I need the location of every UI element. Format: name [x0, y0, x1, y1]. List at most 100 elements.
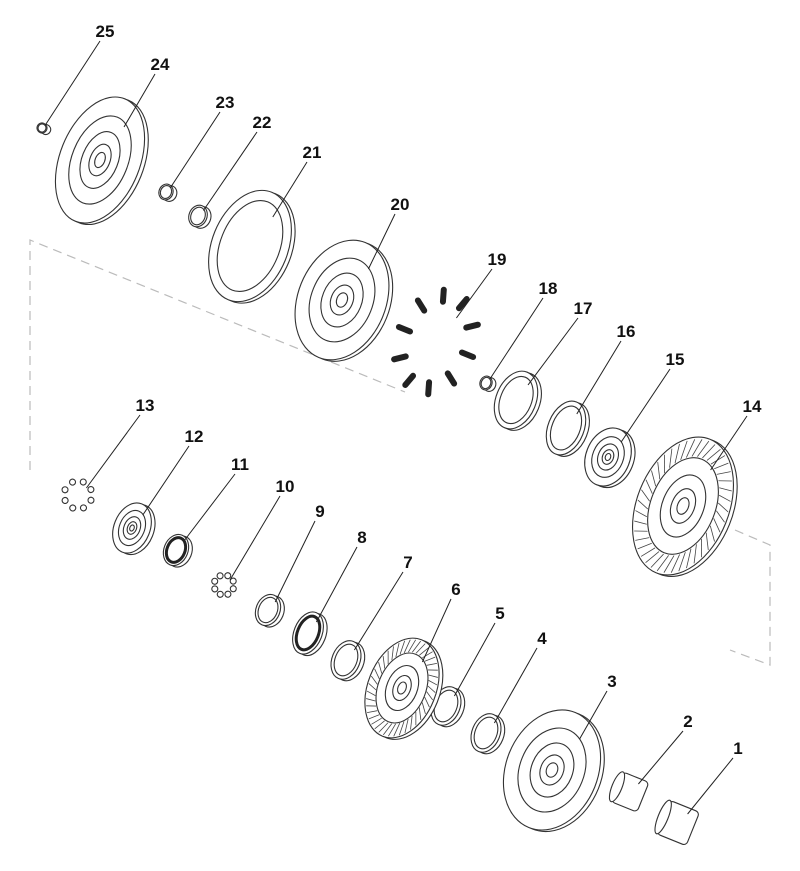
blade [383, 723, 393, 736]
leader-line-14 [710, 415, 748, 471]
blade [640, 547, 656, 557]
blade [634, 520, 647, 525]
part-13-piece [87, 496, 95, 504]
blade [656, 555, 669, 572]
blade [697, 440, 710, 457]
part-10-piece [211, 577, 219, 585]
part-21 [208, 189, 296, 304]
blade [424, 697, 430, 708]
callout-4: 4 [537, 629, 547, 648]
part-23 [158, 183, 178, 202]
blade [403, 639, 411, 654]
part-3-hub [545, 762, 559, 778]
blade [427, 685, 436, 693]
leader-line-20 [367, 213, 396, 270]
blade [374, 668, 380, 679]
leader-line-9 [274, 520, 316, 603]
blade [428, 674, 438, 678]
blade [421, 702, 426, 715]
callout-23: 23 [216, 93, 235, 112]
leader-line-15 [620, 368, 671, 443]
blade [637, 499, 649, 510]
callout-20: 20 [391, 195, 410, 214]
blade [691, 439, 703, 457]
blade [670, 554, 681, 573]
spring-segment [455, 296, 470, 312]
leader-line-21 [272, 161, 308, 218]
part-2 [608, 771, 649, 812]
blade [378, 661, 383, 674]
callout-2: 2 [683, 712, 692, 731]
leader-line-19 [455, 268, 493, 319]
part-24 [54, 96, 149, 226]
blade [716, 471, 731, 475]
callout-19: 19 [488, 250, 507, 269]
blade [685, 439, 696, 458]
spring-segment [395, 324, 414, 335]
part-13-piece [68, 478, 77, 486]
blade [637, 542, 652, 550]
blade [674, 443, 680, 464]
callout-24: 24 [151, 55, 170, 74]
part-9 [254, 593, 285, 628]
part-16 [545, 400, 590, 457]
part-18 [479, 375, 497, 392]
part-20-hub [335, 292, 349, 308]
part-23-bore [159, 185, 173, 199]
leader-line-7 [353, 571, 404, 651]
blade [693, 544, 697, 564]
callout-5: 5 [495, 604, 504, 623]
part-13-piece [79, 478, 87, 486]
spring-segment [439, 286, 447, 305]
blade [410, 715, 413, 730]
blade [388, 723, 397, 737]
part-14-hub [676, 497, 690, 515]
leader-line-3 [579, 690, 608, 740]
leader-line-2 [638, 730, 684, 785]
blade [366, 705, 377, 707]
blade [366, 698, 376, 702]
blade [426, 662, 437, 666]
blade [378, 722, 389, 733]
part-21-bore [216, 199, 284, 293]
part-13-piece [61, 496, 69, 505]
leader-line-12 [142, 445, 190, 516]
leader-line-1 [687, 757, 734, 815]
callout-21: 21 [303, 143, 322, 162]
callout-11: 11 [231, 455, 249, 474]
blade [651, 470, 657, 487]
blade [686, 548, 692, 569]
part-7-bore [333, 643, 359, 677]
blade [371, 717, 382, 725]
callout-1: 1 [733, 739, 742, 758]
part-13 [61, 478, 95, 512]
leader-line-10 [229, 495, 281, 581]
leader-line-25 [44, 40, 101, 126]
part-15 [584, 427, 636, 489]
part-10-piece [211, 585, 219, 593]
spring-segment [391, 353, 409, 363]
part-1-face [654, 799, 672, 835]
spring-segment [458, 349, 477, 360]
part-19 [391, 286, 481, 398]
blade [635, 537, 650, 541]
blade [664, 454, 665, 474]
part-16-bore [549, 405, 583, 451]
leader-line-6 [421, 598, 452, 663]
callout-18: 18 [539, 279, 558, 298]
blade [634, 530, 648, 532]
leader-line-22 [202, 131, 258, 211]
leader-line-13 [85, 414, 141, 489]
callout-15: 15 [666, 350, 685, 369]
part-10-piece [224, 572, 232, 580]
blade [716, 510, 725, 523]
part-3 [502, 709, 605, 833]
blade [366, 690, 376, 696]
part-24-hub [94, 151, 106, 169]
part-20 [294, 239, 394, 362]
blade [719, 487, 732, 492]
blade [709, 525, 715, 542]
callout-25: 25 [96, 22, 115, 41]
